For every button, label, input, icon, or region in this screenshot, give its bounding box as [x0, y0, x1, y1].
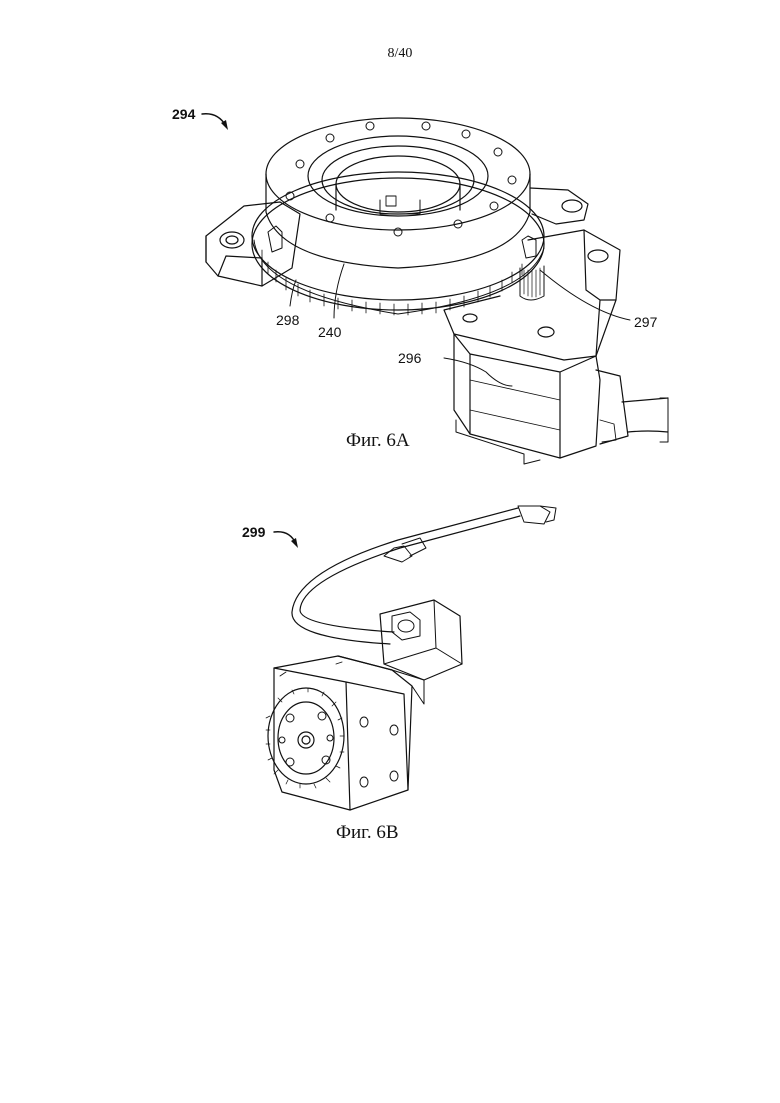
servo-cable [300, 516, 520, 632]
gear-teeth [262, 250, 522, 315]
figure-6b-caption: Фиг. 6B [336, 822, 399, 844]
ref-294: 294 [172, 106, 195, 122]
figure-6a-caption: Фиг. 6A [346, 430, 410, 452]
bearing-housing-top [266, 118, 530, 230]
servo-gearbox-body [274, 656, 412, 810]
ref-299: 299 [242, 524, 265, 540]
ref-298: 298 [276, 312, 299, 328]
leader-240 [334, 264, 344, 318]
output-flange [268, 688, 344, 784]
flange-teeth [266, 688, 344, 788]
ref-297: 297 [634, 314, 657, 330]
figure-6a-drawing [0, 0, 780, 480]
ref-296: 296 [398, 350, 421, 366]
motor-cable [622, 398, 668, 432]
ref-240: 240 [318, 324, 341, 340]
ref-299-arrow [274, 532, 296, 544]
motor-body [454, 334, 600, 458]
servo-motor-block [380, 600, 462, 680]
